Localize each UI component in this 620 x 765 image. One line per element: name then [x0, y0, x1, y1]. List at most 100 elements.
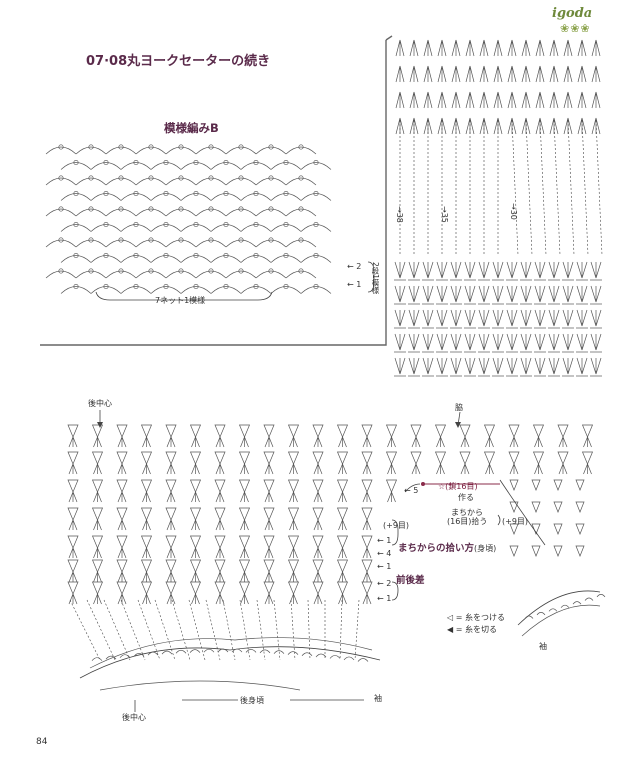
fan-legs — [338, 491, 347, 503]
sleeve-scallop — [536, 612, 546, 616]
fan-stitch — [361, 479, 373, 493]
fan-stitch — [591, 65, 601, 83]
fan-legs — [534, 436, 543, 448]
fan-stitch — [450, 333, 462, 351]
decrease-line — [103, 599, 131, 661]
arch-stitch — [165, 146, 197, 155]
arch-stitch — [300, 286, 332, 294]
fan-legs — [289, 571, 298, 583]
fan-stitch — [591, 91, 601, 109]
decrease-line — [339, 599, 343, 661]
arch-stitch — [135, 146, 167, 155]
fan-stitch — [116, 559, 128, 573]
fan-legs — [264, 463, 274, 475]
fan-stitch — [520, 261, 532, 279]
fan-stitch — [409, 65, 419, 83]
fan-legs — [338, 463, 347, 475]
fan-stitch — [238, 507, 251, 521]
fan-stitch — [450, 285, 462, 303]
fan-stitch — [67, 535, 79, 549]
fan-legs — [362, 491, 372, 503]
rows-bracket — [367, 261, 375, 293]
arch-stitch — [240, 224, 272, 232]
arch-stitch — [270, 286, 302, 294]
arch-stitch — [180, 286, 212, 294]
fan-stitch — [548, 309, 560, 327]
pattern-b-frame — [40, 40, 387, 346]
fan-legs — [166, 436, 176, 448]
fan-stitch — [436, 333, 448, 351]
picot-stitch — [253, 190, 259, 197]
fan-legs — [142, 463, 151, 475]
fan-legs — [362, 547, 372, 559]
fan-legs — [68, 491, 78, 503]
arch-stitch — [150, 286, 182, 294]
hem-curves — [79, 479, 606, 691]
fan-stitch — [521, 39, 531, 57]
fan-stitch — [214, 535, 226, 549]
picot-stitch — [103, 283, 109, 290]
arch-stitch — [270, 224, 302, 232]
arch-stitch — [90, 255, 122, 263]
fan-legs — [142, 547, 151, 559]
fan-stitch — [577, 39, 587, 57]
fan-stitch — [483, 451, 496, 465]
fan-stitch — [422, 333, 434, 351]
fan-stitch — [116, 479, 128, 493]
fan-legs — [166, 547, 176, 559]
fan-stitch — [165, 581, 177, 595]
scallop — [133, 653, 145, 657]
fan-stitch — [562, 285, 574, 303]
picot-stitch — [313, 283, 319, 290]
fan-legs — [117, 491, 127, 503]
fan-stitch — [451, 39, 461, 57]
arch-stitch — [285, 208, 317, 217]
sleeve-scallop — [596, 594, 606, 598]
fan-stitch — [521, 65, 531, 83]
arch-stitch — [90, 193, 122, 201]
fan-legs — [509, 436, 519, 448]
arch-stitch — [300, 224, 332, 232]
chain16-label: ☆(鎖16目) — [438, 482, 478, 491]
fan-legs — [289, 436, 298, 448]
fan-stitch — [263, 559, 275, 573]
fan-legs — [215, 463, 225, 475]
fan-legs — [117, 519, 127, 531]
picot-stitch — [223, 221, 229, 228]
back-center-top-label: 後中心 — [88, 399, 112, 408]
fan-legs — [93, 436, 102, 448]
fan-stitch — [423, 39, 433, 57]
fan-stitch — [395, 39, 405, 57]
gusset-stitch — [575, 479, 585, 491]
fan-stitch — [436, 261, 448, 279]
fan-legs — [534, 463, 543, 475]
scallop — [273, 650, 285, 654]
chain-column — [539, 119, 547, 256]
arch-stitch — [255, 146, 287, 155]
picot-stitch — [88, 268, 94, 274]
fan-stitch — [492, 261, 504, 279]
fan-stitch — [532, 451, 545, 465]
fan-stitch — [116, 507, 128, 521]
fan-stitch — [534, 285, 546, 303]
arch-stitch — [60, 162, 92, 170]
fan-stitch — [263, 479, 275, 493]
fan-legs — [387, 491, 396, 503]
picot-stitch — [58, 237, 64, 243]
fan-stitch — [189, 559, 202, 573]
fan-legs — [191, 463, 200, 475]
fan-stitch — [91, 479, 104, 493]
fan-stitch — [506, 357, 518, 375]
fan-stitch — [91, 424, 104, 438]
fan-stitch — [450, 309, 462, 327]
pickup-title: まちからの拾い方(身頃) — [398, 543, 497, 554]
row-marker-1: ← 1 — [347, 280, 362, 289]
frame-corner — [385, 35, 393, 41]
arch-stitch — [135, 177, 167, 186]
arch-stitch — [120, 193, 152, 201]
fan-stitch — [478, 261, 490, 279]
fan-stitch — [140, 559, 153, 573]
decrease-line — [86, 599, 116, 661]
picot-stitch — [193, 159, 199, 166]
